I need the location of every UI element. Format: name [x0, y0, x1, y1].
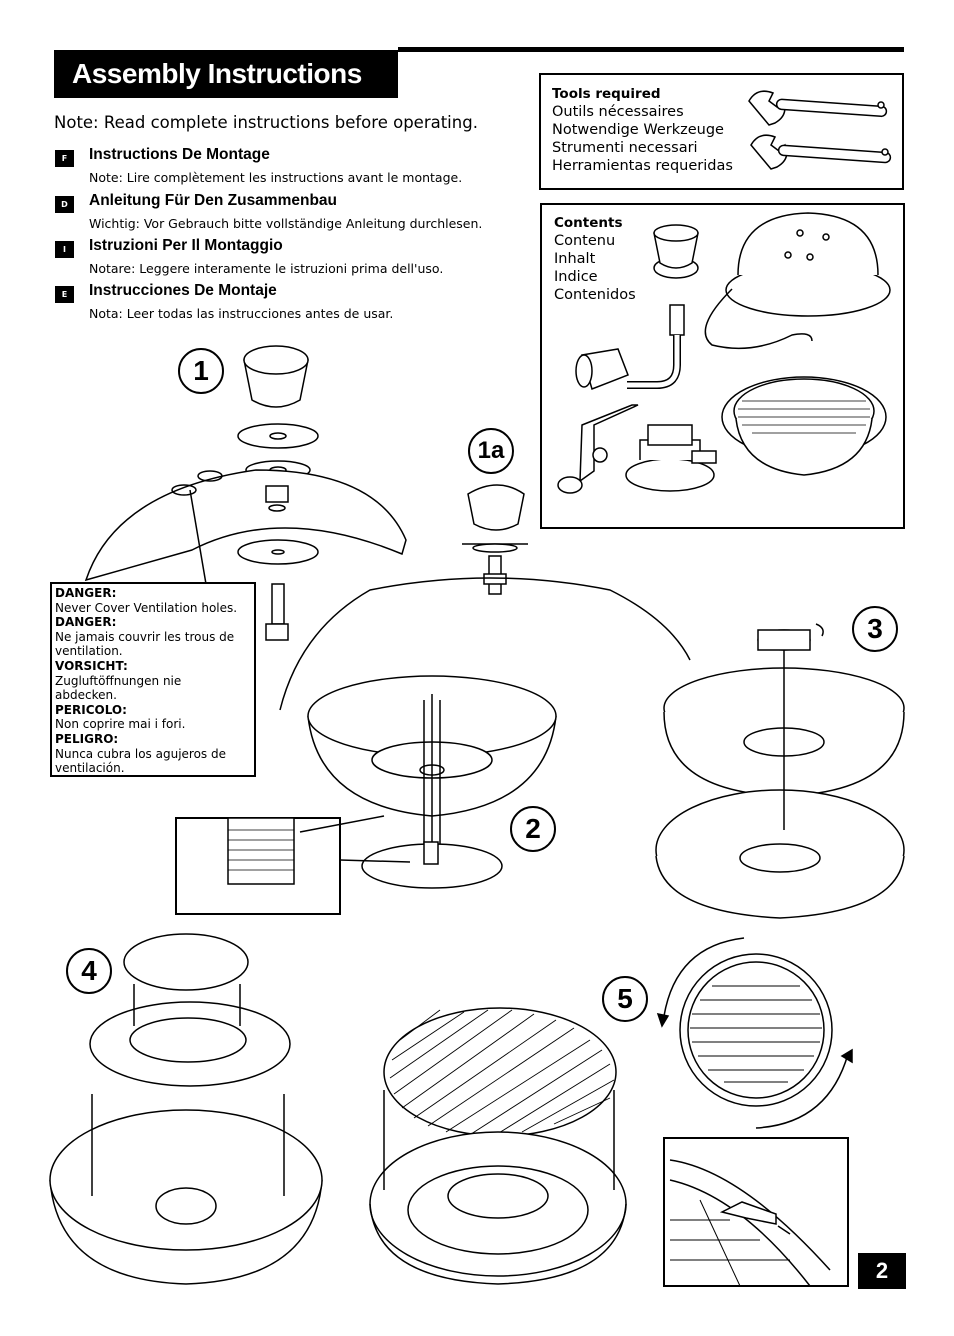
lang-heading: Instrucciones De Montaje: [89, 282, 277, 299]
step-4-badge: 4: [66, 948, 112, 994]
regulator-icon: [625, 424, 717, 492]
lang-badge: D: [55, 196, 74, 213]
knob-icon: [243, 345, 309, 408]
contents-title: Contents: [554, 215, 623, 231]
tools-title: Tools required: [552, 86, 661, 102]
contents-line: Inhalt: [554, 251, 596, 267]
contents-illustrations: [557, 212, 891, 494]
danger-label: PERICOLO:: [55, 702, 127, 717]
bowl-icon: [49, 933, 323, 1285]
danger-label: PELIGRO:: [55, 731, 119, 746]
tools-line: Outils nécessaires: [552, 104, 684, 120]
grill-grate-icon: [721, 376, 887, 476]
knob-icon: [653, 224, 699, 279]
lang-badge: E: [55, 286, 74, 303]
lang-badge: F: [55, 150, 74, 167]
lang-note: Note: Lire complètement les instructions…: [89, 170, 463, 185]
contents-line: Contenu: [554, 233, 616, 249]
danger-label: DANGER:: [55, 586, 117, 600]
lang-badge: I: [55, 241, 74, 258]
danger-text: Zugluftöffnungen nie abdecken.: [55, 673, 182, 703]
danger-text: Non coprire mai i fori.: [55, 717, 186, 732]
step-3-badge: 3: [852, 606, 898, 652]
lid-icon: [704, 212, 891, 350]
wrench-icon: [748, 90, 892, 170]
bracket-icon: [557, 404, 639, 494]
tools-box: Tools required Outils nécessaires Notwen…: [539, 73, 904, 190]
lang-note: Nota: Leer todas las instrucciones antes…: [89, 306, 394, 321]
danger-text: Ne jamais couvrir les trous de ventilati…: [55, 629, 235, 659]
danger-label: VORSICHT:: [55, 658, 128, 673]
tools-line: Notwendige Werkzeuge: [552, 122, 724, 138]
contents-line: Indice: [554, 269, 598, 285]
hose-fitting-icon: [575, 304, 685, 390]
lang-heading: Anleitung Für Den Zusammenbau: [89, 192, 338, 209]
danger-text: Never Cover Ventilation holes.: [55, 600, 238, 615]
danger-label: DANGER:: [55, 615, 117, 630]
main-note: Note: Read complete instructions before …: [54, 113, 478, 132]
bowl-icon: [655, 629, 905, 919]
header-rule: [398, 47, 904, 52]
step-2-badge: 2: [510, 806, 556, 852]
lang-note: Wichtig: Vor Gebrauch bitte vollständige…: [89, 216, 483, 231]
danger-warning-box: DANGER: Never Cover Ventilation holes. D…: [50, 582, 256, 777]
lang-heading: Istruzioni Per Il Montaggio: [89, 237, 283, 254]
grill-grate-icon: [369, 1007, 627, 1285]
contents-box: Contents Contenu Inhalt Indice Contenido…: [540, 203, 905, 529]
danger-text: Nunca cubra los agujeros de ventilación.: [55, 746, 226, 776]
contents-line: Contenidos: [554, 287, 636, 303]
knob-icon: [467, 484, 525, 531]
step-1-badge: 1: [178, 348, 224, 394]
tools-line: Strumenti necessari: [552, 140, 698, 156]
tools-line: Herramientas requeridas: [552, 158, 733, 174]
step-5-badge: 5: [602, 976, 648, 1022]
page-title: Assembly Instructions: [54, 50, 398, 98]
lang-note: Notare: Leggere interamente le istruzion…: [89, 261, 444, 276]
lid-icon: [84, 469, 407, 582]
page-number: 2: [858, 1253, 906, 1289]
lang-heading: Instructions De Montage: [89, 146, 270, 163]
grill-grate-icon: [679, 953, 833, 1107]
step-1a-badge: 1a: [468, 428, 514, 474]
